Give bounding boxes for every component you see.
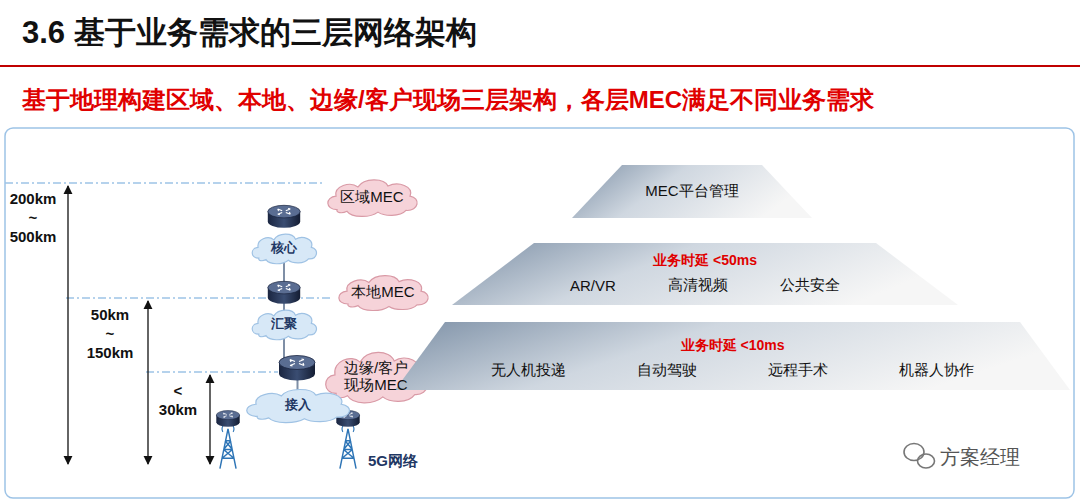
service-row: AR/VR 高清视频 公共安全: [452, 276, 958, 305]
node-label: 核心: [271, 239, 297, 257]
page-title: 3.6 基于业务需求的三层网络架构: [22, 12, 477, 54]
service-tier: 业务时延 <50msAR/VR 高清视频 公共安全: [452, 243, 958, 305]
title-rule: [0, 65, 1080, 67]
router-icon: [268, 205, 300, 228]
trapezoid-shape: [395, 322, 1070, 390]
node-label: 边缘/客户 现场MEC: [336, 359, 416, 394]
watermark: 方案经理: [940, 444, 1020, 471]
network-cloud: 汇聚: [248, 307, 320, 341]
service-name: 自动驾驶: [637, 361, 697, 380]
distance-guides: [5, 183, 333, 372]
service-name: 公共安全: [780, 276, 840, 295]
service-row: 无人机投递 自动驾驶 远程手术 机器人协作: [395, 361, 1070, 390]
service-name: 无人机投递: [491, 361, 566, 380]
distance-label: < 30km: [159, 382, 197, 420]
tier-label: MEC平台管理: [645, 182, 738, 201]
service-name: 高清视频: [668, 276, 728, 295]
tower-icon: [340, 426, 356, 469]
latency-heading: 业务时延 <50ms: [653, 252, 757, 270]
node-label: 本地MEC: [351, 283, 414, 302]
panel: [5, 128, 1074, 498]
distance-label: 50km ~ 150km: [87, 306, 134, 362]
network-cloud: 本地MEC: [333, 272, 433, 312]
distance-arrows: [68, 186, 210, 464]
latency-heading: 业务时延 <10ms: [681, 337, 785, 355]
router-icon: [279, 356, 315, 381]
router-icon: [216, 411, 239, 427]
network-cloud: 接入: [240, 386, 355, 424]
subtitle: 基于地理构建区域、本地、边缘/客户现场三层架构，各层MEC满足不同业务需求: [22, 84, 874, 116]
network-cloud: 核心: [248, 231, 320, 265]
service-name: 远程手术: [768, 361, 828, 380]
service-tier: MEC平台管理: [572, 165, 812, 218]
watermark-icon: [904, 444, 935, 469]
node-label: 汇聚: [271, 315, 297, 333]
tower-icon: [220, 426, 236, 469]
network-cloud: 区域MEC: [322, 176, 422, 218]
node-label: 接入: [285, 396, 311, 414]
service-name: AR/VR: [570, 277, 616, 294]
distance-label: 200km ~ 500km: [10, 190, 57, 246]
service-name: 机器人协作: [899, 361, 974, 380]
router-icon: [268, 281, 300, 304]
node-label: 区域MEC: [340, 188, 403, 207]
service-tier: 业务时延 <10ms 无人机投递 自动驾驶 远程手术 机器人协作: [395, 322, 1070, 390]
network-label: 5G网络: [368, 452, 418, 471]
